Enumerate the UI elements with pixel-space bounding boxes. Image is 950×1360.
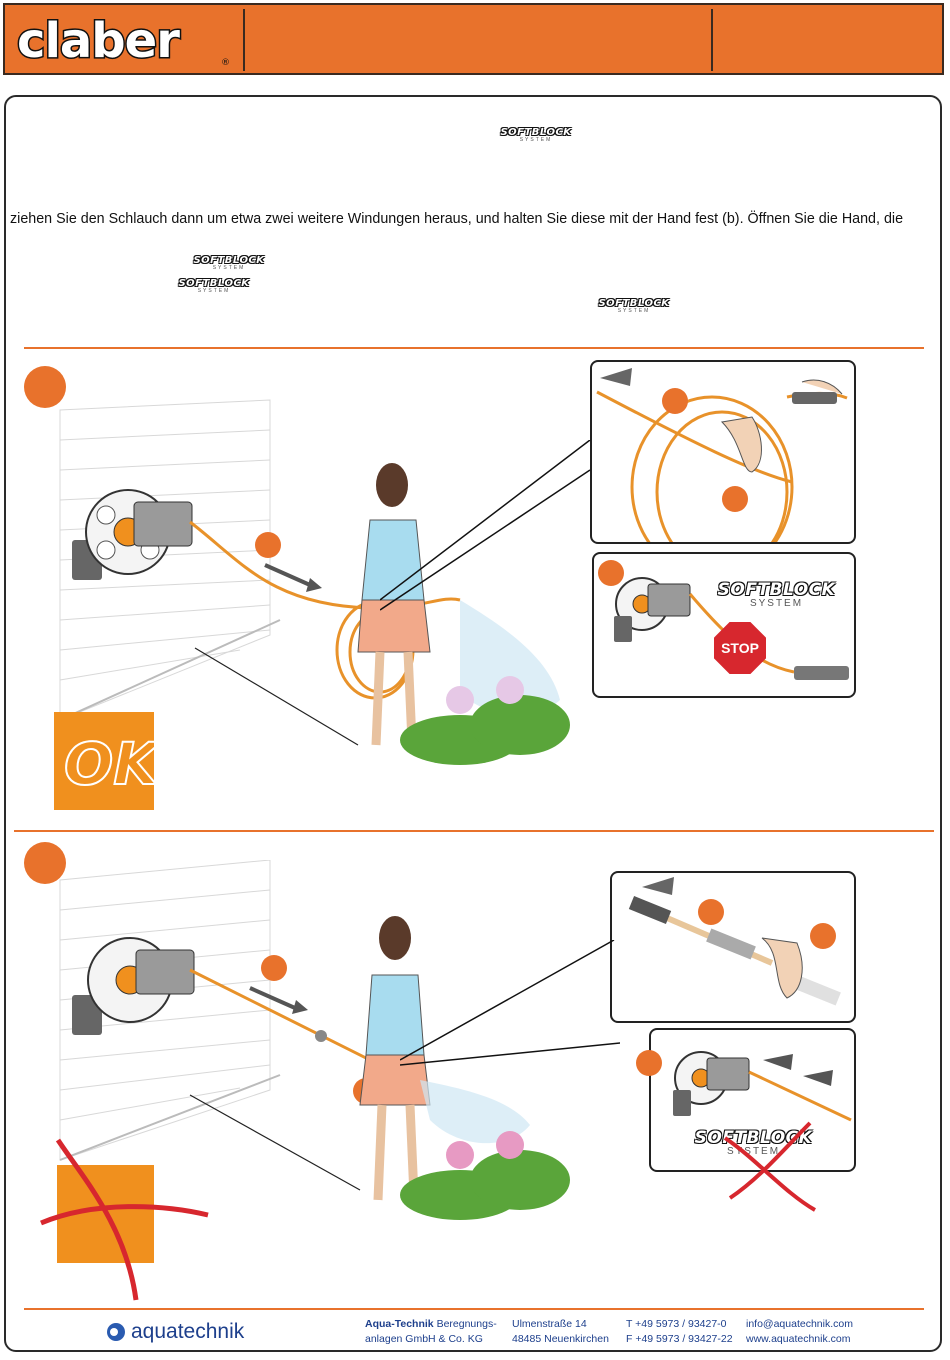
red-cross-icon (40, 1138, 209, 1301)
aquatechnik-logo: aquatechnik (104, 1320, 244, 1344)
claber-logo: claber ® (16, 15, 231, 67)
website-link[interactable]: www.aquatechnik.com (746, 1333, 851, 1345)
softblock-inline-logo: SOFTBLOCK SYSTEM (193, 255, 265, 271)
step-a-marker (24, 366, 66, 408)
detail-marker (698, 899, 724, 925)
softblock-inline-logo: SOFTBLOCK SYSTEM (500, 127, 572, 143)
hose-reel-illustration (72, 937, 195, 1035)
hand-loops-illustration (596, 368, 848, 579)
detail-marker (722, 486, 748, 512)
email-link[interactable]: info@aquatechnik.com (746, 1318, 853, 1330)
footer-company: Aqua-Technik Beregnungs- anlagen GmbH & … (365, 1318, 497, 1345)
detail-panel-hand-release (610, 871, 856, 1023)
ok-badge: OK (54, 712, 154, 810)
content-frame (4, 95, 942, 1352)
illustration-wrong (59, 860, 570, 1220)
stop-sign-icon: STOP (714, 622, 766, 674)
header-divider-2 (711, 9, 713, 71)
softblock-stop-illustration (614, 577, 849, 680)
detail-marker (636, 1050, 662, 1076)
detail-marker (810, 923, 836, 949)
claber-logo-text: claber (17, 15, 180, 67)
softblock-inline-logo: SOFTBLOCK SYSTEM (598, 298, 670, 314)
detail-marker (598, 560, 624, 586)
illustration-ok (59, 399, 570, 765)
red-cross-icon (723, 1121, 816, 1212)
softblock-logo-large: SOFTBLOCK SYSTEM (717, 580, 836, 609)
aquatechnik-drop-icon (107, 1323, 125, 1341)
registered-mark: ® (221, 58, 230, 67)
softblock-crossed-illustration (673, 1051, 852, 1122)
callout-lines (380, 440, 591, 611)
footer-phone: T +49 5973 / 93427-0 F +49 5973 / 93427-… (626, 1318, 733, 1345)
flowers-illustration (400, 676, 570, 765)
company-name: Aqua-Technik (365, 1318, 434, 1330)
detail-panel-hand-loops (590, 360, 856, 579)
brick-wall-illustration (59, 860, 271, 1161)
softblock-logo-large: SOFTBLOCK SYSTEM (694, 1128, 813, 1157)
footer-divider (24, 1308, 924, 1310)
detail-marker (662, 388, 688, 414)
detail-panel-softblock-stop: SOFTBLOCK SYSTEM STOP (592, 552, 856, 698)
flowers-illustration (400, 1131, 570, 1220)
header-divider-1 (243, 9, 245, 71)
footer-address: Ulmenstraße 14 48485 Neuenkirchen (512, 1318, 609, 1345)
step-b-marker (24, 842, 66, 884)
hand-release-illustration (628, 877, 841, 1006)
footer-contact: info@aquatechnik.com www.aquatechnik.com (746, 1317, 853, 1347)
woman-watering-illustration (357, 463, 431, 746)
header-bar: claber ® (3, 3, 944, 75)
section-divider (24, 347, 924, 349)
softblock-inline-logo: SOFTBLOCK SYSTEM (178, 278, 250, 294)
instruction-line: ziehen Sie den Schlauch dann um etwa zwe… (10, 211, 904, 227)
detail-panel-softblock-crossed: SOFTBLOCK SYSTEM (649, 1028, 856, 1172)
callout-lines (400, 940, 620, 1066)
section-divider (14, 830, 934, 832)
